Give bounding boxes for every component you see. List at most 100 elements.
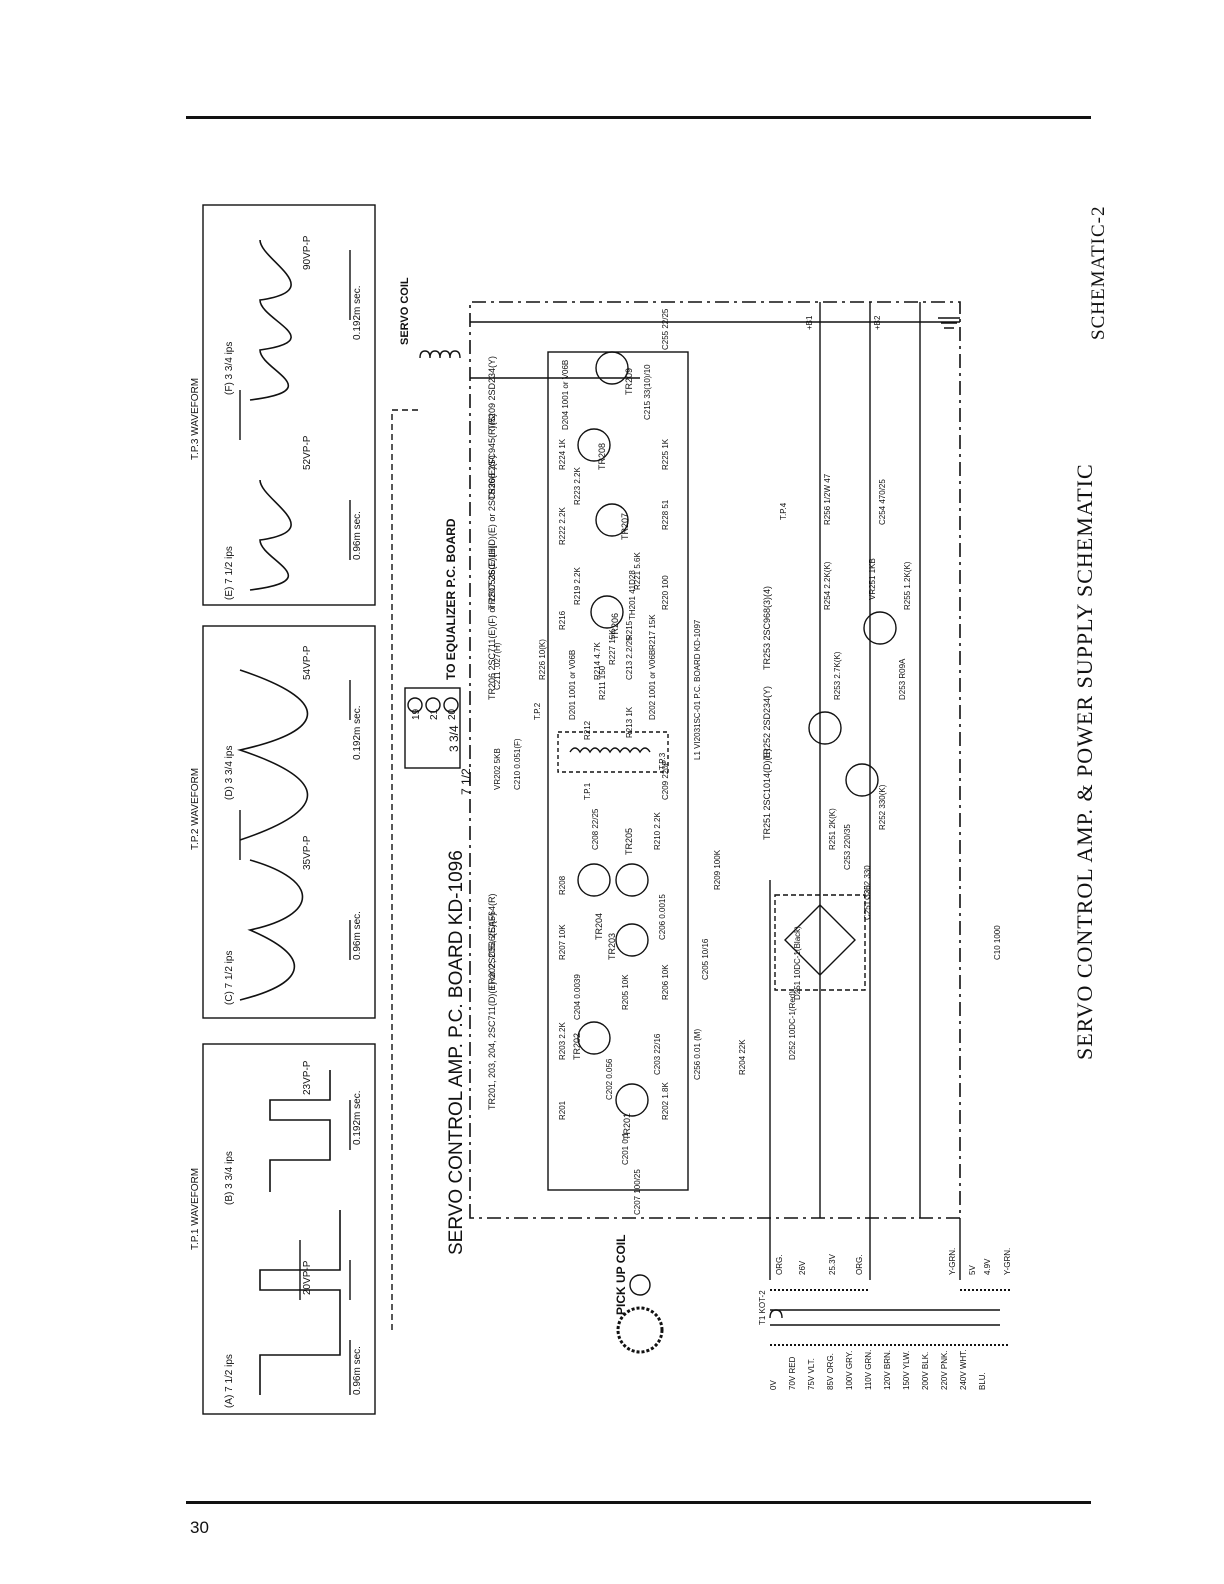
label-r224: R224 1K — [558, 438, 567, 470]
label-r226: R226 10(K) — [538, 639, 547, 680]
note-tr202: TR202, 205, 2SA564(R) — [487, 893, 497, 990]
label-r252: R252 330(K) — [878, 784, 887, 830]
speed-3-3-4: 3 3/4 — [447, 725, 461, 752]
tp2-time-c: 0.96m sec. — [352, 911, 363, 960]
sec1-c: 25.3V — [828, 1253, 837, 1275]
tap-9: 220V PNK. — [940, 1350, 949, 1390]
note-tr208: TR208 2SC945(R)(S) — [487, 413, 497, 500]
label-r217: R217 15K — [648, 614, 657, 650]
inductor-coil — [569, 747, 651, 754]
label-r211: R211 150 — [598, 665, 607, 700]
tap-10: 240V WHT. — [959, 1350, 968, 1390]
note-tr253: TR253 2SC968(3)(4) — [762, 586, 772, 670]
label-r256: R256 1/2W 47 — [823, 473, 832, 525]
bottom-rule — [186, 1501, 1091, 1504]
tr204-symbol — [577, 863, 611, 897]
tp1-wave-b — [269, 1070, 331, 1192]
tp1-title: T.P.1 WAVEFORM — [190, 1168, 201, 1250]
label-d253: D253 R09A — [898, 658, 907, 700]
tp3-time-e: 0.96m sec. — [352, 511, 363, 560]
tp2-dimension-lines — [239, 680, 351, 960]
tp1-time-a: 0.96m sec. — [352, 1346, 363, 1395]
label-tp1: T.P.1 — [583, 782, 592, 800]
page-number: 30 — [190, 1518, 209, 1537]
tp3-amp-f: 90VP-P — [302, 235, 313, 270]
tap-8: 200V BLK. — [921, 1352, 930, 1390]
tp2-wave-d — [237, 669, 309, 841]
tp2-title: T.P.2 WAVEFORM — [190, 768, 201, 850]
label-c252: C252 330 — [863, 865, 872, 900]
tp1-amp-a: 20VP-P — [302, 1260, 313, 1295]
label-tr204: TR204 — [594, 913, 604, 940]
label-tp3: T.P.3 — [658, 752, 667, 770]
pin-19-label: 19 — [411, 708, 422, 720]
label-c208: C208 22/25 — [591, 808, 600, 850]
tr253-symbol — [863, 611, 897, 645]
label-r225: R225 1K — [661, 438, 670, 470]
top-rule — [186, 116, 1091, 119]
tp1-dimension-lines — [299, 1100, 351, 1395]
label-tr206: TR206 — [610, 613, 620, 640]
tr252-symbol — [845, 763, 879, 797]
pin-20-label: 20 — [447, 708, 458, 720]
label-l1: L1 VI2031SC-01 P.C. BOARD KD-1097 — [693, 619, 702, 760]
sec1-b: 26V — [798, 1260, 807, 1275]
label-r212: R212 — [583, 720, 592, 740]
to-equalizer-label: TO EQUALIZER P.C. BOARD — [444, 518, 458, 680]
label-r214: R214 4.7K — [593, 642, 602, 680]
label-c204: C204 0.0039 — [573, 974, 582, 1020]
label-tr208: TR208 — [597, 443, 607, 470]
label-c206: C206 0.0015 — [658, 894, 667, 940]
equalizer-connector — [404, 687, 461, 769]
sec2-d: Y-GRN. — [1003, 1248, 1012, 1275]
label-c202: C202 0.056 — [605, 1058, 614, 1100]
tp1-waveform-frame — [202, 1043, 376, 1415]
tp3-dimension-lines — [239, 250, 351, 560]
inductor-l1 — [557, 731, 669, 773]
tp3-title: T.P.3 WAVEFORM — [190, 378, 201, 460]
label-r207: R207 10K — [558, 924, 567, 960]
power-rails — [470, 302, 960, 1218]
label-c205: C205 10/16 — [701, 938, 710, 980]
bridge-rectifier — [784, 904, 856, 976]
label-r227: R227 15K — [608, 629, 617, 665]
tap-6: 120V BRN. — [883, 1350, 892, 1390]
label-th201: TH201 41D28 — [628, 570, 637, 620]
note-tr251: TR251 2SC1014(D)(E) — [762, 748, 772, 840]
tr205-symbol — [615, 863, 649, 897]
tp2-amp-d: 54VP-P — [302, 645, 313, 680]
label-b2: +B2 — [873, 315, 882, 330]
label-vr251: VR251 1KB — [868, 558, 877, 600]
pickup-coil-label: PICK UP COIL — [614, 1235, 628, 1315]
tap-3: 85V ORG. — [826, 1353, 835, 1390]
sec2-c: 4.9V — [983, 1258, 992, 1275]
label-r216: R216 — [558, 610, 567, 630]
label-r219: R219 2.2K — [573, 567, 582, 605]
label-r253: R253 2.7K(K) — [833, 651, 842, 700]
tp1-amp-b: 23VP-P — [302, 1060, 313, 1095]
label-d204: D204 1001 or V06B — [561, 360, 570, 430]
label-transformer: T1 KOT-2 — [758, 1290, 767, 1325]
label-tp2: T.P.2 — [533, 702, 542, 720]
tr203-symbol — [615, 923, 649, 957]
pickup-gear — [616, 1306, 664, 1354]
label-tr202: TR202 — [572, 1033, 582, 1060]
label-c254: C254 470/25 — [878, 479, 887, 525]
tr201-symbol — [615, 1083, 649, 1117]
label-c210: C210 0.051(F) — [513, 738, 522, 790]
label-c253: C253 220/35 — [843, 824, 852, 870]
label-tp4: T.P.4 — [779, 502, 788, 520]
tp3-label-e: (E) 7 1/2 ips — [224, 546, 235, 600]
label-tr205: TR205 — [624, 828, 634, 855]
label-r203: R203 2.2K — [558, 1022, 567, 1060]
tp2-waveform-frame — [202, 625, 376, 1019]
transformer-core — [770, 1309, 1000, 1326]
amplifier-frame — [547, 351, 689, 1191]
label-c211: C211 .027(H) — [493, 642, 502, 690]
tap-4: 100V GRY. — [845, 1351, 854, 1390]
label-r208: R208 — [558, 875, 567, 895]
tp2-label-d: (D) 3 3/4 ips — [224, 746, 235, 800]
label-r220: R220 100 — [661, 575, 670, 610]
label-c209: C209 220P — [661, 760, 670, 800]
